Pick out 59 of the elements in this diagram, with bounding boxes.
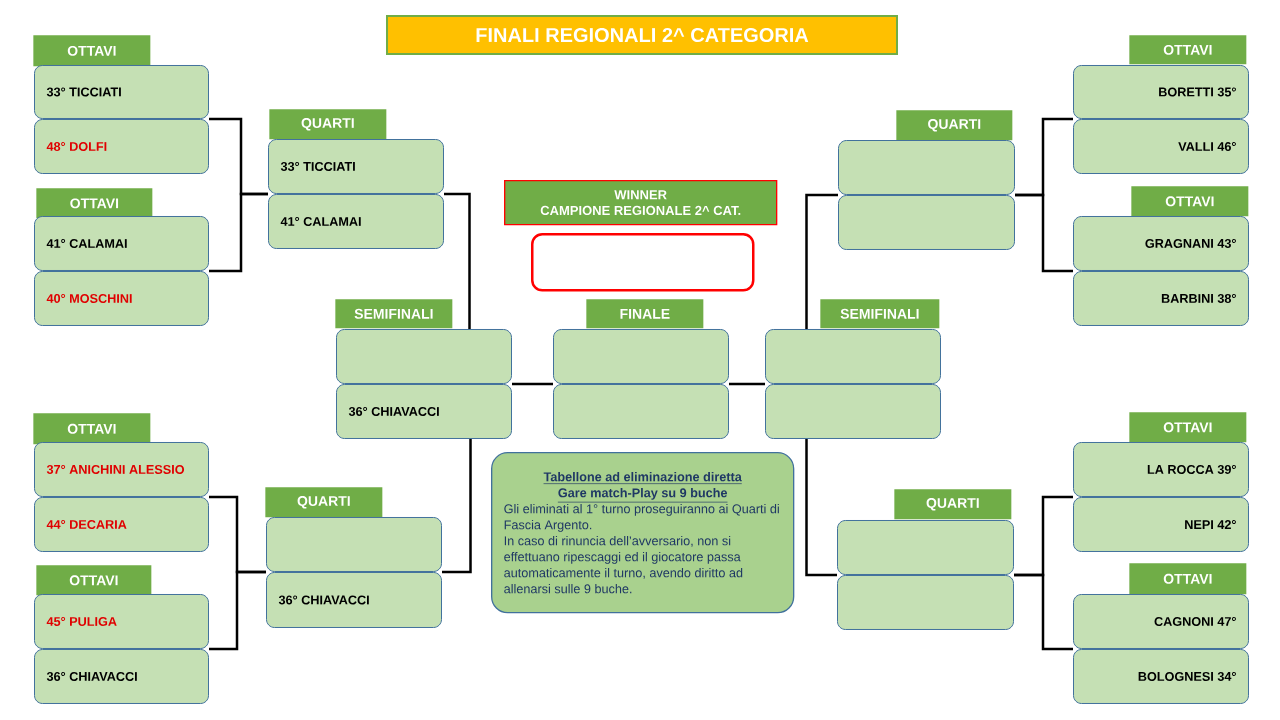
player-slot: 36° CHIAVACCI <box>336 384 512 439</box>
player-slot <box>838 195 1015 250</box>
player-slot <box>336 329 512 384</box>
round-tab: SEMIFINALI <box>335 299 453 329</box>
player-slot: CAGNONI 47° <box>1073 594 1249 649</box>
player-slot <box>837 575 1014 630</box>
player-slot <box>765 384 941 439</box>
round-tab: OTTAVI <box>33 413 151 445</box>
player-slot <box>553 384 729 439</box>
player-slot: BOLOGNESI 34° <box>1073 649 1249 704</box>
player-slot: VALLI 46° <box>1073 119 1249 174</box>
player-slot: 48° DOLFI <box>34 119 209 174</box>
bracket-line <box>805 439 837 577</box>
player-slot: LA ROCCA 39° <box>1073 442 1249 497</box>
winner-box <box>531 233 755 292</box>
round-tab: QUARTI <box>269 109 387 140</box>
bracket-line <box>444 192 471 329</box>
bracket-line <box>442 439 472 574</box>
player-slot: 45° PULIGA <box>34 594 209 649</box>
round-tab: QUARTI <box>265 487 383 518</box>
bracket-line <box>512 382 553 386</box>
player-slot: 33° TICCIATI <box>34 65 209 119</box>
player-slot: BARBINI 38° <box>1073 271 1249 326</box>
player-slot: 40° MOSCHINI <box>34 271 209 326</box>
bracket-line <box>209 570 266 651</box>
round-tab: SEMIFINALI <box>820 299 940 329</box>
info-box: Tabellone ad eliminazione diretta Gare match-Play su 9 buche Gli eliminati al 1° turno proseguiranno ai Quarti di Fascia Argento. In caso di rinuncia dell’avversario, non si effettuano ripescaggi ed il giocatore passa automaticamente il turno, avendo diritto ad allenarsi sulle 9 buche. <box>491 452 795 614</box>
round-tab: QUARTI <box>896 110 1013 141</box>
title-banner: FINALI REGIONALI 2^ CATEGORIA <box>386 15 898 55</box>
player-slot: 44° DECARIA <box>34 497 209 552</box>
player-slot <box>837 520 1014 575</box>
round-tab: OTTAVI <box>36 188 153 219</box>
round-tab: OTTAVI <box>1129 563 1247 595</box>
round-tab: OTTAVI <box>36 565 152 596</box>
round-tab: OTTAVI <box>1129 35 1247 65</box>
player-slot: 36° CHIAVACCI <box>266 572 442 628</box>
player-slot: 36° CHIAVACCI <box>34 649 209 704</box>
player-slot <box>765 329 941 384</box>
bracket-line <box>805 193 838 329</box>
player-slot: 37° ANICHINI ALESSIO <box>34 442 209 497</box>
player-slot <box>553 329 729 384</box>
round-tab: OTTAVI <box>1131 186 1249 217</box>
player-slot: 41° CALAMAI <box>268 194 444 249</box>
player-slot: NEPI 42° <box>1073 497 1249 552</box>
bracket-line <box>209 192 268 273</box>
bracket-line <box>1015 193 1073 273</box>
player-slot <box>838 140 1015 195</box>
player-slot: GRAGNANI 43° <box>1073 216 1249 271</box>
winner-banner: WINNER CAMPIONE REGIONALE 2^ CAT. <box>504 180 778 226</box>
bracket-line <box>1014 573 1073 651</box>
round-tab: OTTAVI <box>1129 412 1247 443</box>
round-tab: QUARTI <box>894 489 1012 520</box>
player-slot: 33° TICCIATI <box>268 139 444 194</box>
player-slot: 41° CALAMAI <box>34 216 209 271</box>
player-slot: BORETTI 35° <box>1073 65 1249 119</box>
round-tab: OTTAVI <box>33 35 151 67</box>
player-slot <box>266 517 442 572</box>
bracket-line <box>729 382 765 386</box>
round-tab: FINALE <box>586 299 704 329</box>
